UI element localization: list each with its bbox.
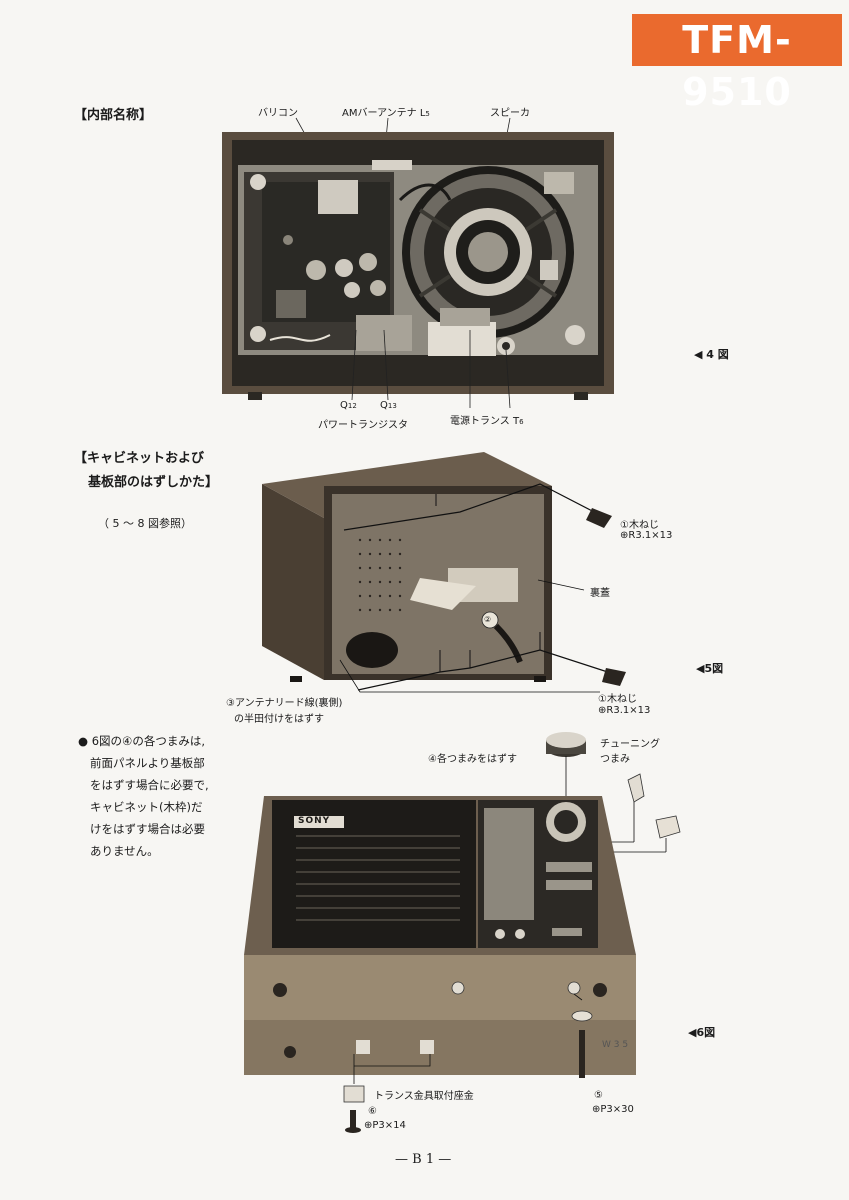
figure-5-ref: ◀5図: [696, 662, 724, 675]
label-antenna-lead-line2: の半田付けをはずす: [234, 714, 324, 725]
model-badge: TFM-9510: [632, 14, 842, 114]
note-line: をはずす場合に必要で,: [90, 778, 209, 792]
section2-title-line2: 基板部のはずしかた】: [88, 475, 219, 490]
note-line: 前面パネルより基板部: [90, 756, 205, 770]
brand-logo: SONY: [298, 816, 331, 826]
note-line: けをはずす場合は必要: [90, 822, 205, 836]
label-transformer-bracket: トランス金具取付座金: [374, 1091, 474, 1102]
label-remove-knobs: ④各つまみをはずす: [428, 754, 517, 765]
label-back-cover: 裏蓋: [590, 588, 610, 599]
label-power-transistor: パワートランジスタ: [318, 420, 408, 431]
note-block: ● 6図の④の各つまみは, 前面パネルより基板部 をはずす場合に必要で, キャビ…: [78, 730, 209, 862]
section2-reference: （ 5 〜 8 図参照）: [98, 517, 192, 530]
label-power-transformer: 電源トランス T6: [450, 416, 524, 427]
figure-6-ref: ◀6図: [688, 1026, 716, 1039]
label-tuning-knob-line1: チューニング: [600, 739, 660, 750]
section2-title-line1: 【キャビネットおよび: [74, 451, 205, 466]
label-tuning-knob-line2: つまみ: [600, 754, 630, 765]
w-mark: W 3 5: [602, 1040, 629, 1050]
marker-2: ②: [484, 615, 492, 624]
page-number: — B 1 —: [395, 1152, 452, 1167]
note-line: ありません。: [90, 844, 159, 858]
label-screw-bottom: ①木ねじ: [598, 694, 637, 705]
section1-title: 【内部名称】: [74, 108, 153, 123]
label-screw5-num: ⑤: [594, 1090, 603, 1101]
label-q13: Q13: [380, 400, 397, 411]
note-line: ● 6図の④の各つまみは,: [78, 734, 205, 748]
label-speaker: スピーカ: [490, 108, 530, 119]
label-screw6-spec: ⊕P3×14: [364, 1120, 406, 1131]
label-screw6-num: ⑥: [368, 1106, 377, 1117]
note-line: キャビネット(木枠)だ: [90, 800, 203, 814]
label-screw-top-spec: ⊕R3.1×13: [620, 530, 673, 541]
label-varicon: バリコン: [258, 108, 298, 119]
label-q12: Q12: [340, 400, 357, 411]
label-screw-bottom-spec: ⊕R3.1×13: [598, 705, 651, 716]
label-screw-top: ①木ねじ: [620, 520, 659, 531]
label-antenna-lead-line1: ③アンテナリード線(裏側): [226, 698, 343, 709]
label-screw5-spec: ⊕P3×30: [592, 1104, 634, 1115]
figure-4-ref: ◀ 4 図: [694, 348, 729, 361]
label-am-antenna: AMバーアンテナ L5: [342, 108, 430, 119]
